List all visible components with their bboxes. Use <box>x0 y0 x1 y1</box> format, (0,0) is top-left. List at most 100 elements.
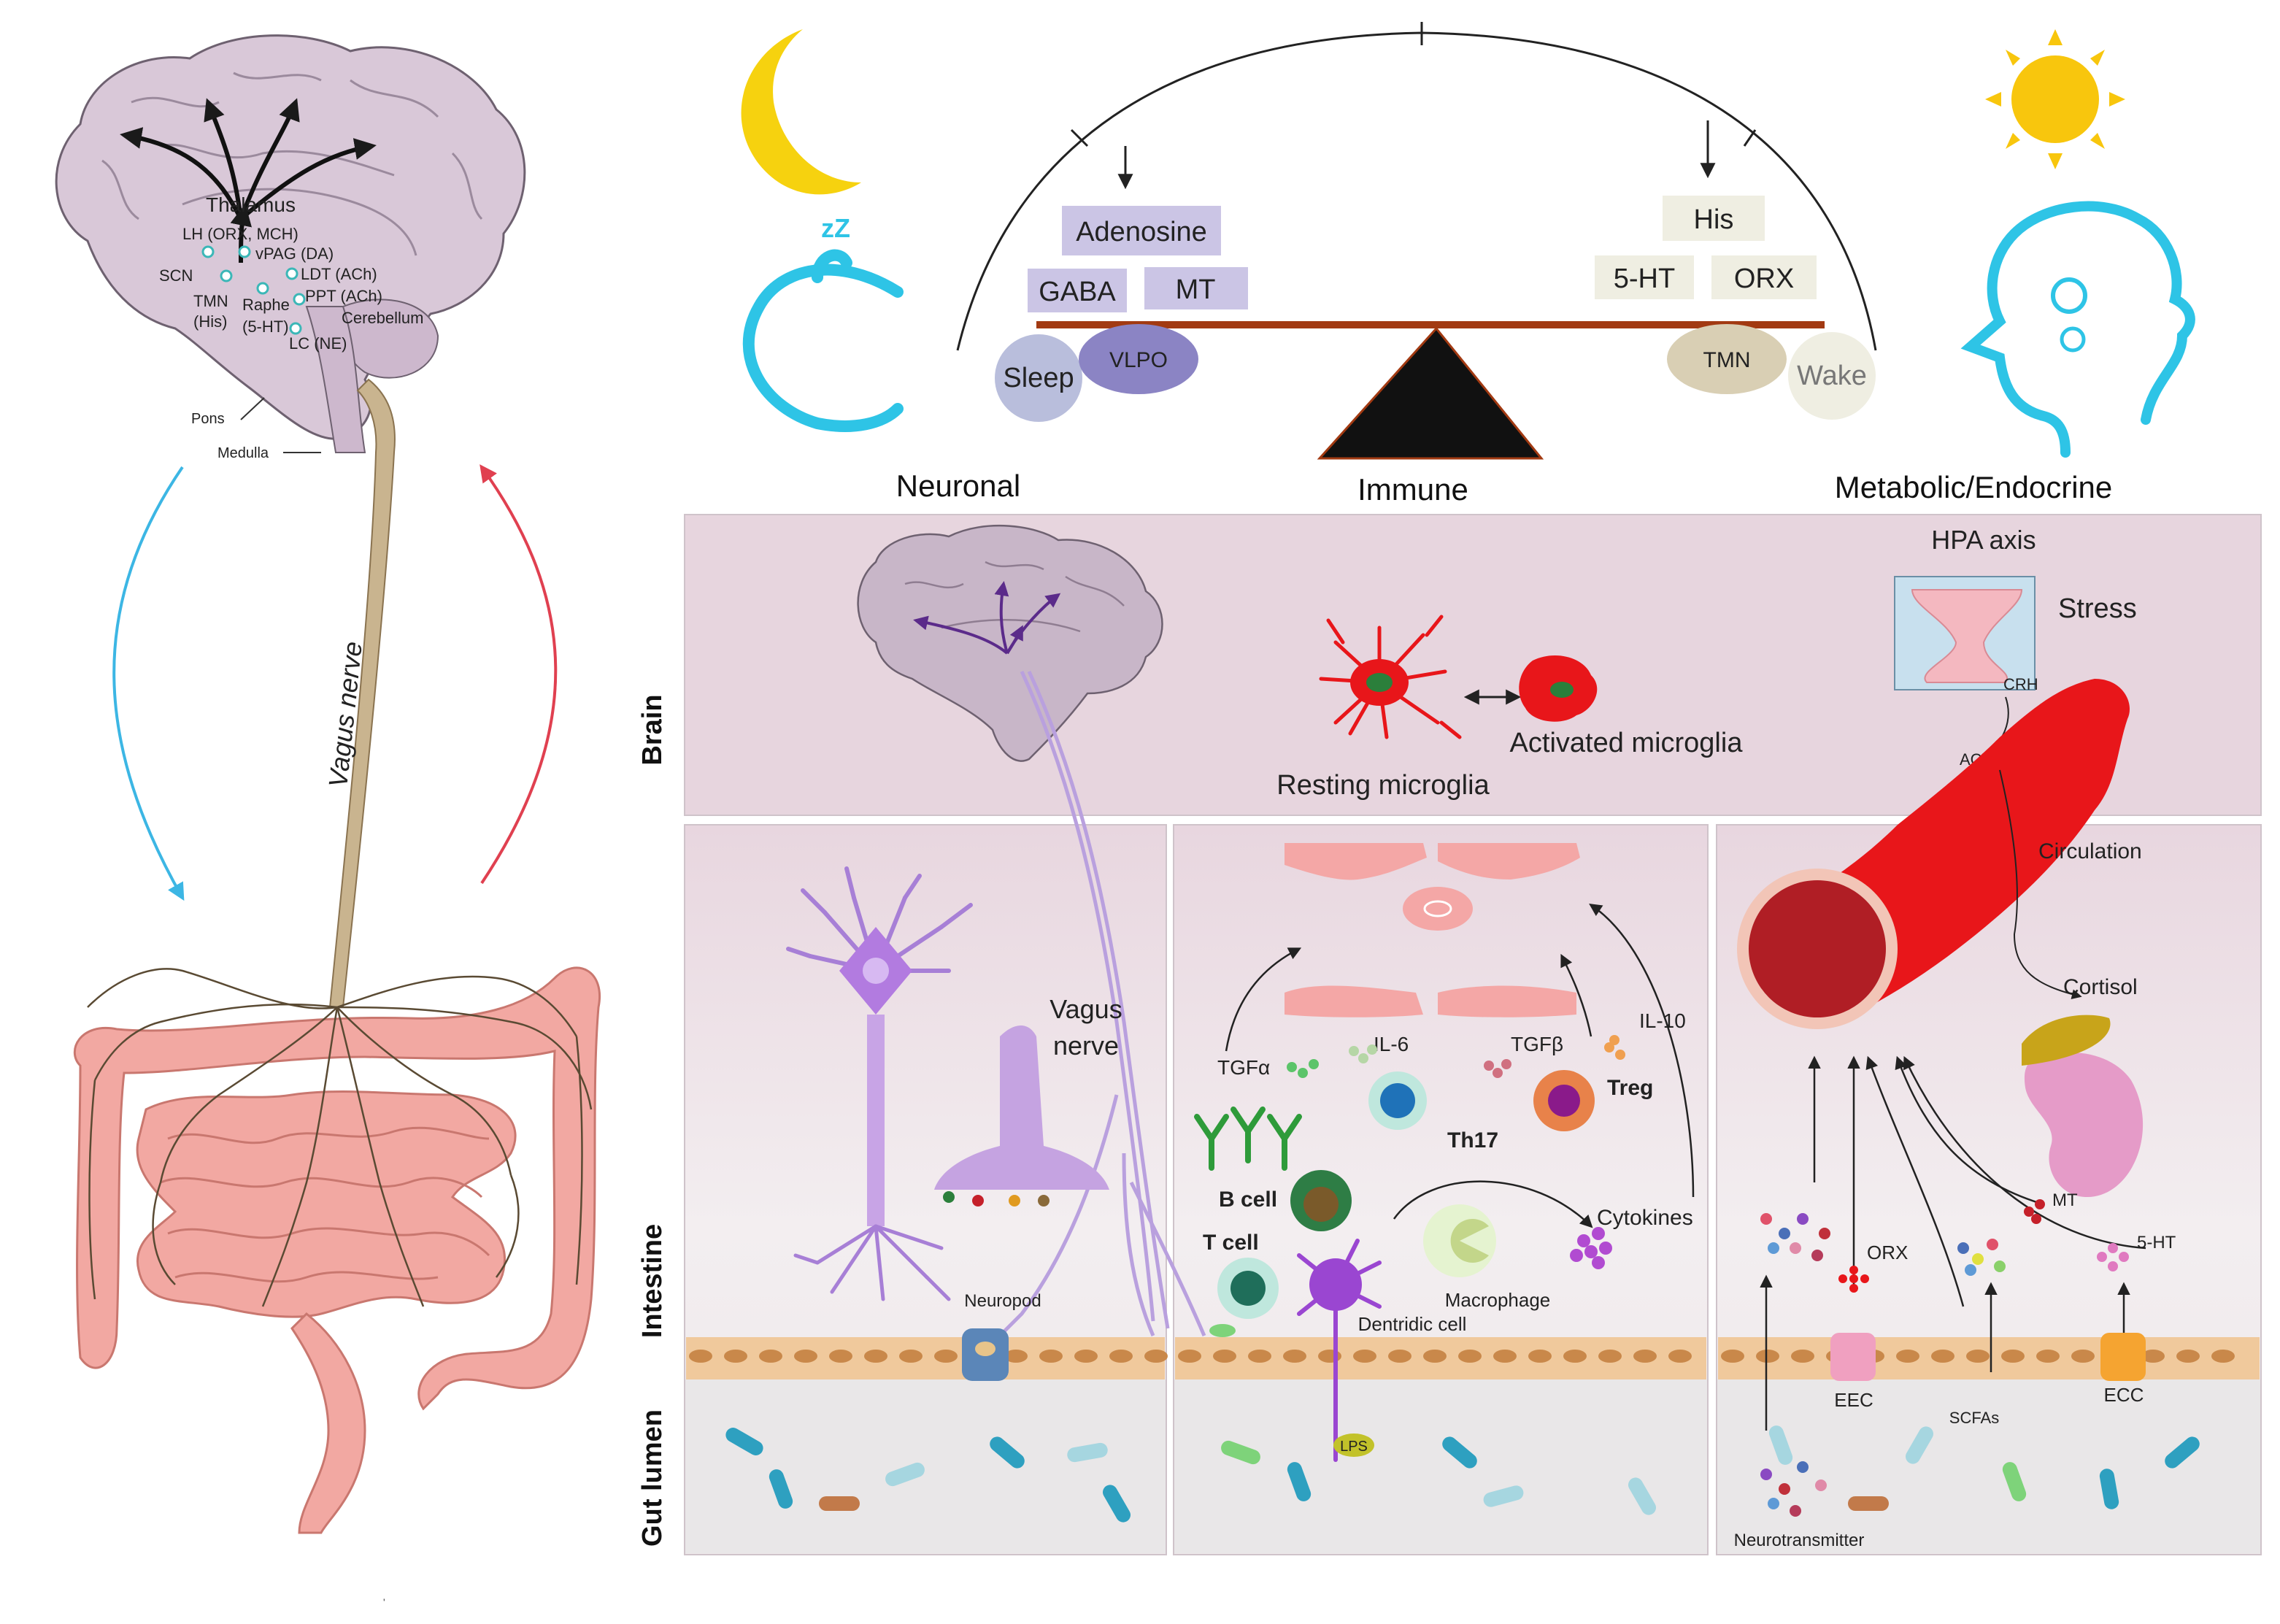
gut-to-brain-arrow <box>480 464 558 885</box>
epithelial-nucleus <box>1896 1350 1919 1363</box>
gear-icon-small <box>2060 326 2086 353</box>
tight-junction-cells <box>1285 843 1580 1017</box>
macrophage-cell <box>1423 1204 1496 1277</box>
bacterium <box>1628 1477 1656 1515</box>
acth-circulation-arrow <box>1999 769 2082 1000</box>
epithelial-nucleus <box>1791 1350 1814 1363</box>
ecc-cell <box>2100 1333 2146 1381</box>
bacterium <box>1442 1436 1477 1469</box>
bacterium <box>1103 1485 1131 1523</box>
5ht-label-metabolic: 5-HT <box>2137 1233 2176 1252</box>
gaba-box <box>1028 269 1127 312</box>
t-cell-label: T cell <box>1203 1231 1259 1255</box>
epithelial-nucleus <box>2001 1350 2025 1363</box>
awake-head-icon <box>1960 201 2195 458</box>
column-metabolic: Metabolic/Endocrine <box>1835 470 2113 504</box>
dendritic-cell-label: Dentridic cell <box>1358 1313 1467 1335</box>
bacterium <box>2099 1469 2119 1509</box>
eec-label: EEC <box>1834 1389 1873 1411</box>
vagal-branches <box>87 968 593 1307</box>
mt-box-left <box>1144 267 1248 309</box>
epithelial-nucleus <box>1458 1350 1482 1363</box>
his-label: (His) <box>193 312 227 331</box>
lps-label: LPS <box>1340 1439 1368 1455</box>
column-neuronal: Neuronal <box>896 469 1020 503</box>
bacterium <box>819 1496 860 1511</box>
large-intestine <box>73 966 601 1411</box>
il10-label: IL-10 <box>1639 1009 1686 1032</box>
column-immune: Immune <box>1357 472 1468 507</box>
sun-icon <box>1985 29 2125 169</box>
gaba-label: GABA <box>1039 277 1116 307</box>
epithelial-nucleus <box>1423 1350 1447 1363</box>
neuropod-label: Neuropod <box>964 1291 1041 1311</box>
epithelial-nucleus <box>1074 1350 1098 1363</box>
kidney-adrenal <box>2022 1015 2144 1197</box>
b-cell <box>1290 1170 1352 1231</box>
immune-small-cell <box>1209 1324 1236 1337</box>
mt-dots <box>2024 1199 2045 1224</box>
sleep-label: Sleep <box>1003 363 1074 393</box>
crh-label: CRH <box>2003 675 2038 693</box>
epithelial-nucleus <box>1721 1350 1744 1363</box>
orx-label-metabolic: ORX <box>1867 1242 1908 1263</box>
epithelial-nucleus <box>2071 1350 2095 1363</box>
synapse-terminal <box>934 1025 1109 1207</box>
epithelial-nucleus <box>934 1350 958 1363</box>
stress-label: Stress <box>2058 593 2137 624</box>
epithelial-nucleus <box>2036 1350 2060 1363</box>
epithelial-nucleus <box>1388 1350 1411 1363</box>
vagus-nerve-label-line2: nerve <box>1053 1031 1119 1061</box>
epithelial-nucleus <box>759 1350 782 1363</box>
tj-center <box>1423 900 1452 917</box>
his-box <box>1663 196 1765 241</box>
scfa-dots <box>1957 1239 2006 1276</box>
brain-atlas-labels: Thalamus LH (ORX, MCH) SCN vPAG (DA) TMN… <box>159 193 424 461</box>
tmn-label: TMN <box>193 292 228 310</box>
scn-label: SCN <box>159 266 193 285</box>
epithelium-layer <box>686 1337 2260 1379</box>
row-gut-lumen: Gut lumen <box>637 1409 668 1547</box>
5ht-box <box>1595 255 1694 299</box>
cytokines-dots <box>1570 1227 1612 1269</box>
epithelial-nucleus <box>1283 1350 1306 1363</box>
th17-cell <box>1368 1071 1427 1130</box>
arc-tick-left <box>1070 128 1089 147</box>
tmn-label: TMN <box>1703 348 1751 372</box>
sleep-zz: zZ <box>821 213 850 243</box>
activated-microglia-label: Activated microglia <box>1510 728 1744 758</box>
vlpo-oval <box>1079 324 1198 394</box>
sleep-oval <box>995 334 1082 422</box>
epithelial-nucleus <box>1353 1350 1376 1363</box>
bacterium <box>1768 1425 1793 1465</box>
cytokine-arrows <box>1225 904 1695 1228</box>
sleeping-head-icon <box>742 249 904 432</box>
thalamus-label: Thalamus <box>206 193 296 216</box>
epithelial-nucleus <box>1144 1350 1168 1363</box>
5ht-label: 5-HT <box>1614 263 1675 294</box>
il6-label: IL-6 <box>1374 1033 1409 1055</box>
blood-vessel <box>1737 679 2130 1029</box>
arousal-projections <box>120 98 377 263</box>
tgfa-label: TGFα <box>1217 1056 1270 1079</box>
nuclei-markers <box>201 245 306 335</box>
lumen-bg-neuronal <box>685 1379 1166 1553</box>
cytokine-dots <box>1287 1035 1625 1078</box>
row-intestine: Intestine <box>637 1224 668 1338</box>
epithelial-nucleus <box>1633 1350 1657 1363</box>
bacterium <box>885 1462 925 1487</box>
adenosine-label: Adenosine <box>1076 217 1207 247</box>
epithelial-nucleus <box>1493 1350 1517 1363</box>
bacterium <box>1906 1426 1933 1464</box>
treg-cell <box>1533 1070 1595 1131</box>
gut-bacteria <box>725 1425 2200 1523</box>
bacterium <box>1221 1440 1260 1465</box>
intestine-folds <box>160 1126 490 1283</box>
neurotransmitter-cluster <box>1760 1461 1827 1517</box>
pons-leader <box>240 397 265 420</box>
epithelial-nucleus <box>1528 1350 1552 1363</box>
epithelial-nucleus <box>1213 1350 1236 1363</box>
pons-label: Pons <box>191 411 225 427</box>
neuropod-nucleus <box>975 1342 995 1356</box>
